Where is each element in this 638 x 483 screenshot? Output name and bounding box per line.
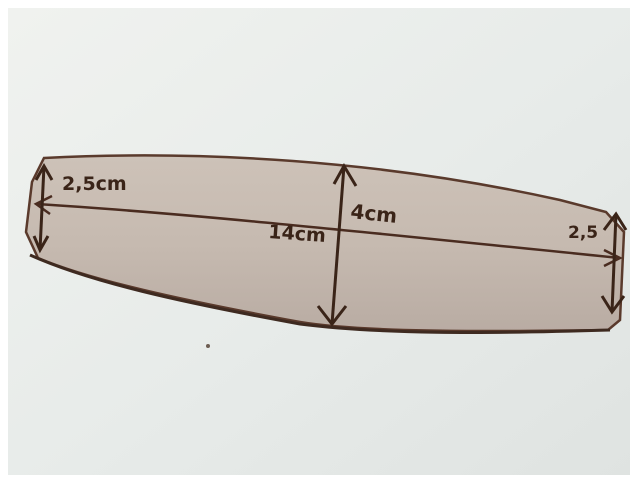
right-width-arrow-top [602,211,628,231]
middle-width-arrow-bottom [316,305,348,327]
left-width-arrow-bottom [32,235,50,254]
paper-bottom-edge [29,253,611,334]
right-width-arrow-bottom [600,295,626,315]
length-arrow-left [33,194,53,216]
middle-width-label: 4cm [349,199,398,228]
length-arrow-right [603,248,623,268]
middle-width-line [330,165,346,325]
left-width-label: 2,5cm [62,173,127,195]
length-line [35,202,621,260]
left-width-line [38,165,46,251]
middle-width-arrow-top [332,163,358,187]
length-label: 14cm [268,221,327,247]
left-width-arrow-top [34,162,54,181]
right-width-label: 2,5 [568,223,598,243]
right-width-line [610,213,618,313]
speck [206,344,210,348]
